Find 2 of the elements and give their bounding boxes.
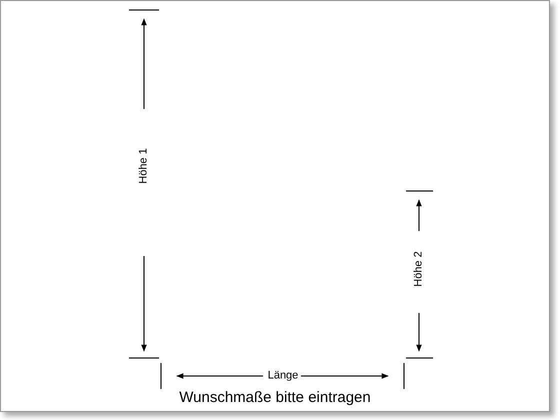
caption: Wunschmaße bitte eintragen: [179, 389, 371, 406]
dimension-label: Länge: [268, 370, 298, 382]
